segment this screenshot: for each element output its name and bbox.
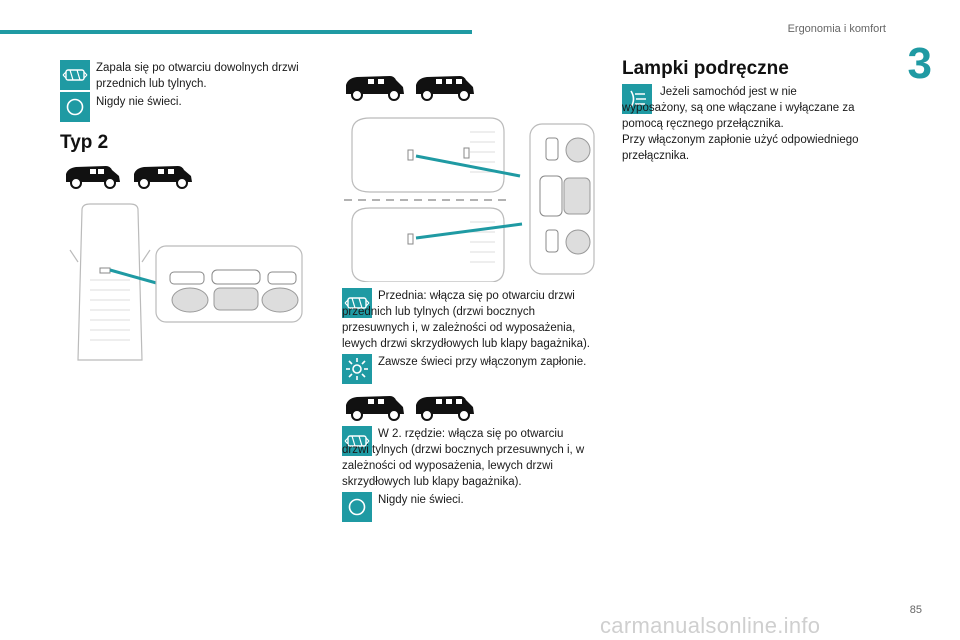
van-icon-short: [344, 72, 406, 102]
chapter-number: 3: [907, 39, 932, 88]
page-number: 85: [909, 604, 922, 616]
lampki-heading: Lampki podręczne: [622, 58, 789, 79]
van-icon-long: [414, 72, 476, 102]
manual-light-icon: [622, 84, 652, 114]
always-on-text: Zawsze świeci przy włączonym zapłonie.: [378, 356, 587, 368]
lampki-para1: Jeżeli samochód jest w nie wyposażony, s…: [622, 86, 855, 130]
ceiling-light-diagram-type2: [69, 203, 303, 361]
lampki-para2: Przy włączonym zapłonie użyć odpowiednie…: [622, 134, 859, 162]
front-light-text: Przednia: włącza się po otwarciu drzwi p…: [342, 290, 590, 350]
sun-icon: [342, 354, 372, 384]
door-open-icon: [342, 426, 372, 456]
watermark: carmanualsonline.info: [600, 613, 821, 638]
circle-off-icon: [60, 92, 90, 122]
second-row-text: W 2. rzędzie: włącza się po otwarciu drz…: [342, 428, 585, 488]
type-heading: Typ 2: [60, 132, 109, 153]
top-accent-bar: [0, 30, 472, 34]
door-open-icon: [60, 60, 90, 90]
item2-text: Nigdy nie świeci.: [96, 96, 182, 108]
van-icon-long: [132, 162, 194, 190]
door-open-icon: [342, 288, 372, 318]
item1-text: Zapala się po otwarciu dowolnych drzwi p…: [96, 62, 299, 90]
circle-off-icon: [342, 492, 372, 522]
ceiling-light-diagram-front-rear: [344, 117, 595, 282]
van-icon-short: [344, 392, 406, 422]
section-title: Ergonomia i komfort: [787, 23, 886, 35]
van-icon-short: [64, 162, 122, 190]
never-on-text: Nigdy nie świeci.: [378, 494, 464, 506]
van-icon-long: [414, 392, 476, 422]
